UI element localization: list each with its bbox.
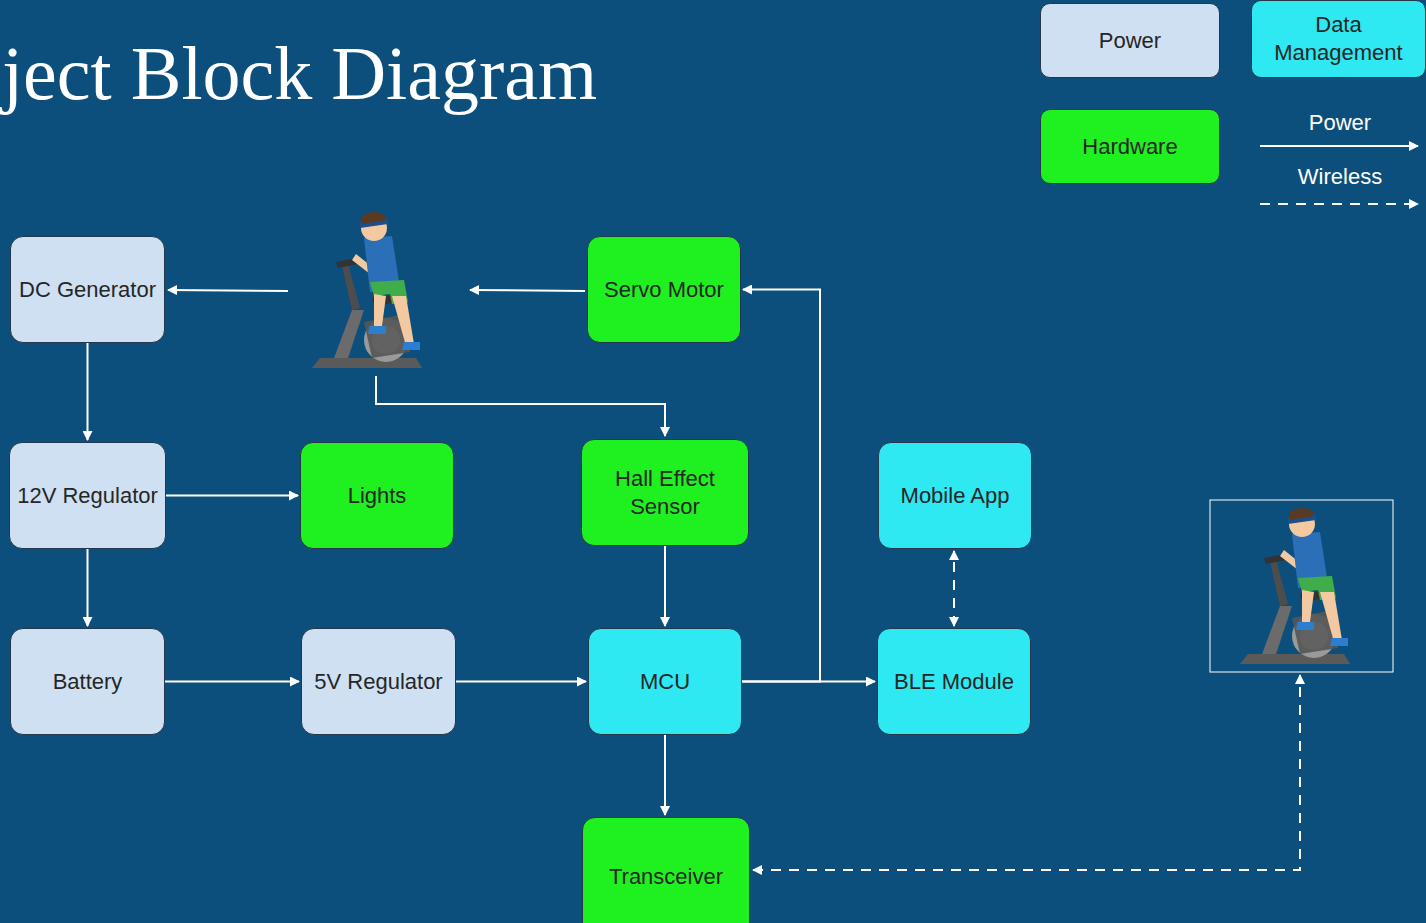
- block-box: MCU: [588, 628, 742, 735]
- legend-swatch: Power: [1040, 3, 1220, 78]
- block-box: Transceiver: [582, 817, 750, 923]
- power-arrow: [376, 376, 665, 436]
- power-arrow: [470, 290, 585, 291]
- block-box: Battery: [10, 628, 165, 735]
- power-connector: [165, 681, 299, 683]
- block-label: Lights: [348, 482, 407, 510]
- power-connector: [664, 546, 666, 626]
- block-label: 12V Regulator: [17, 482, 158, 510]
- power-arrow: [168, 290, 288, 291]
- power-connector: [456, 681, 586, 683]
- block-label: Transceiver: [609, 863, 723, 891]
- power-connector: [87, 549, 89, 626]
- legend-swatch: Data Management: [1251, 0, 1426, 78]
- block-label: Servo Motor: [604, 276, 724, 304]
- legend-text: Power: [1260, 110, 1420, 136]
- block-box: DC Generator: [10, 236, 165, 343]
- block-box: 12V Regulator: [9, 442, 166, 549]
- power-connector: [166, 495, 298, 497]
- block-label: 5V Regulator: [314, 668, 442, 696]
- wireless-connector: [953, 551, 955, 626]
- block-label: Battery: [53, 668, 123, 696]
- power-connector: [87, 343, 89, 440]
- block-box: Lights: [300, 442, 454, 549]
- block-box: 5V Regulator: [301, 628, 456, 735]
- block-label: MCU: [640, 668, 690, 696]
- legend-text: Power: [1099, 27, 1161, 55]
- legend-power-line: [1260, 145, 1418, 147]
- legend-text: Wireless: [1260, 164, 1420, 190]
- block-label: Mobile App: [901, 482, 1010, 510]
- power-connector: [742, 290, 820, 682]
- block-label: BLE Module: [894, 668, 1014, 696]
- block-box: Mobile App: [878, 442, 1032, 549]
- legend-swatch: Hardware: [1040, 109, 1220, 184]
- bike-frame: [1210, 500, 1393, 672]
- block-box: Hall Effect Sensor: [581, 439, 749, 546]
- exercise-bike: [1240, 508, 1350, 664]
- legend-text: Hardware: [1082, 133, 1177, 161]
- power-connector: [664, 735, 666, 815]
- exercise-bike: [312, 212, 422, 368]
- legend-text: Data Management: [1252, 11, 1425, 67]
- block-box: BLE Module: [877, 628, 1031, 735]
- page-title: ject Block Diagram: [2, 30, 597, 117]
- block-label: DC Generator: [19, 276, 156, 304]
- block-label: Hall Effect Sensor: [582, 465, 748, 521]
- legend-wireless-line: [1260, 203, 1418, 205]
- block-box: Servo Motor: [587, 236, 741, 343]
